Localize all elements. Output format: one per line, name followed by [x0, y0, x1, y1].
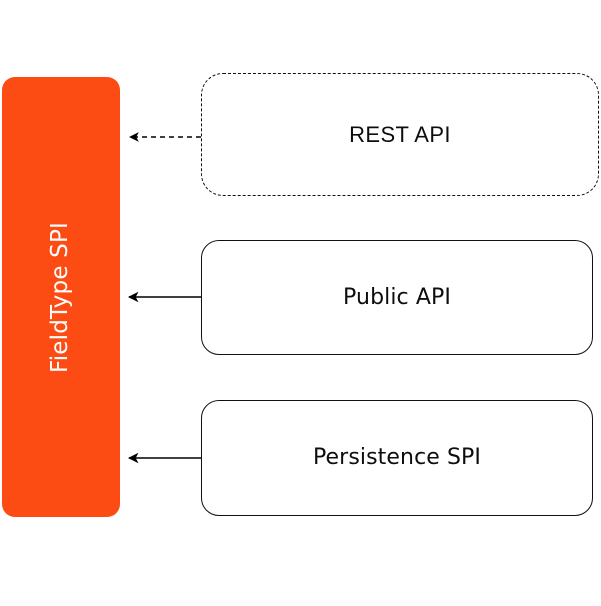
- persistence-spi-block[interactable]: Persistence SPI: [201, 400, 593, 516]
- rest-api-block[interactable]: REST API: [201, 73, 599, 196]
- rest-api-label: REST API: [349, 121, 451, 147]
- fieldtype-spi-block[interactable]: FieldType SPI: [2, 77, 120, 517]
- fieldtype-spi-label: FieldType SPI: [47, 221, 74, 373]
- public-api-block[interactable]: Public API: [201, 240, 593, 355]
- public-api-label: Public API: [343, 284, 451, 310]
- persistence-spi-label: Persistence SPI: [312, 445, 482, 470]
